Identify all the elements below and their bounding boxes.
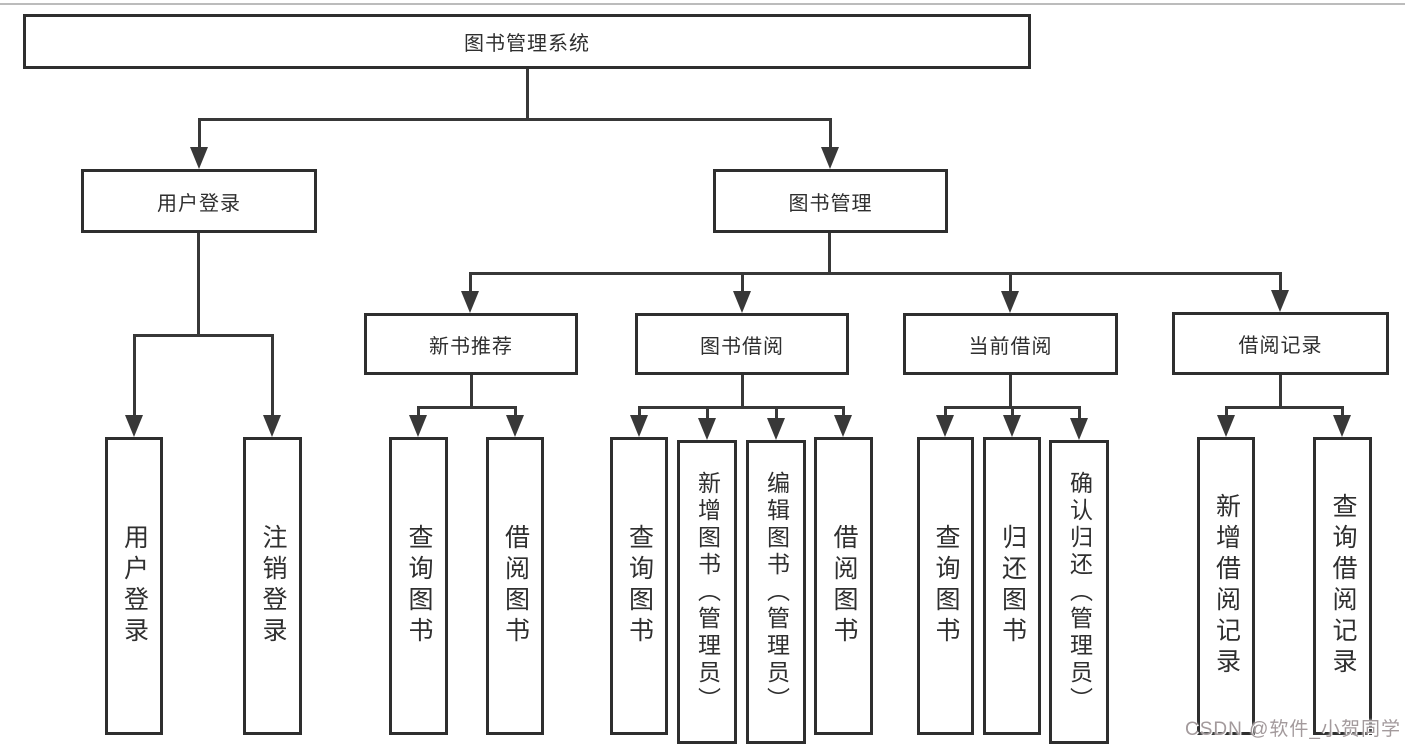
connector	[133, 334, 274, 337]
connector	[417, 406, 517, 409]
connector	[198, 118, 832, 121]
connector	[741, 373, 744, 409]
arrowhead-down-icon	[767, 418, 785, 440]
arrowhead-down-icon	[1271, 290, 1289, 312]
connector	[469, 272, 472, 294]
node-user-login: 用户登录	[81, 169, 317, 233]
connector	[1279, 373, 1282, 409]
connector	[775, 406, 778, 420]
connector	[1225, 406, 1343, 409]
connector	[1279, 272, 1282, 294]
arrowhead-down-icon	[263, 415, 281, 437]
connector	[198, 118, 201, 149]
node-book-borrowing: 图书借阅	[635, 313, 849, 375]
leaf-label: 确认归还（管理员）	[1066, 470, 1093, 714]
arrowhead-down-icon	[506, 415, 524, 437]
arrowhead-down-icon	[190, 147, 208, 169]
connector	[944, 406, 947, 418]
leaf-query-books-current: 查询图书	[917, 437, 974, 735]
arrowhead-down-icon	[733, 291, 751, 313]
arrowhead-down-icon	[461, 291, 479, 313]
node-borrowing-records: 借阅记录	[1172, 312, 1389, 375]
arrowhead-down-icon	[821, 147, 839, 169]
arrowhead-down-icon	[1001, 291, 1019, 313]
connector	[271, 334, 274, 417]
leaf-label: 查询图书	[405, 524, 433, 648]
connector	[638, 406, 845, 409]
leaf-query-books-recommend: 查询图书	[389, 437, 448, 735]
arrowhead-down-icon	[1003, 415, 1021, 437]
leaf-user-login: 用户登录	[105, 437, 163, 735]
leaf-borrow-books: 借阅图书	[814, 437, 873, 735]
arrowhead-down-icon	[630, 415, 648, 437]
connector	[1341, 406, 1344, 418]
csdn-watermark: CSDN @软件_小贺同学	[1185, 719, 1401, 740]
connector	[1009, 373, 1012, 409]
leaf-borrow-books-recommend: 借阅图书	[486, 437, 544, 735]
node-new-book-recommend: 新书推荐	[364, 313, 578, 375]
leaf-label: 借阅图书	[501, 524, 530, 648]
connector	[133, 334, 136, 417]
connector	[514, 406, 517, 418]
connector	[1009, 272, 1012, 294]
leaf-label: 归还图书	[998, 524, 1027, 648]
leaf-label: 查询借阅记录	[1329, 493, 1357, 679]
node-book-management-system: 图书管理系统	[23, 14, 1031, 69]
leaf-label: 查询图书	[932, 524, 960, 648]
leaf-query-books-borrowing: 查询图书	[610, 437, 668, 735]
leaf-confirm-return-admin: 确认归还（管理员）	[1049, 440, 1109, 744]
leaf-label: 新增借阅记录	[1212, 493, 1241, 679]
leaf-label: 编辑图书（管理员）	[763, 470, 790, 714]
arrowhead-down-icon	[1217, 415, 1235, 437]
leaf-add-borrow-record: 新增借阅记录	[1197, 437, 1255, 735]
arrowhead-down-icon	[698, 418, 716, 440]
arrowhead-down-icon	[1070, 418, 1088, 440]
leaf-label: 借阅图书	[830, 524, 858, 648]
arrowhead-down-icon	[936, 415, 954, 437]
node-book-management: 图书管理	[713, 169, 948, 233]
leaf-label: 新增图书（管理员）	[694, 470, 721, 714]
node-current-borrowing: 当前借阅	[903, 313, 1118, 375]
leaf-label: 用户登录	[120, 524, 149, 648]
connector	[1011, 406, 1014, 418]
connector	[741, 272, 744, 294]
leaf-add-books-admin: 新增图书（管理员）	[677, 440, 737, 744]
connector	[1225, 406, 1228, 418]
arrowhead-down-icon	[125, 415, 143, 437]
leaf-label: 查询图书	[625, 524, 654, 648]
connector	[469, 272, 1282, 275]
connector	[526, 68, 529, 120]
connector	[842, 406, 845, 418]
connector	[706, 406, 709, 420]
arrowhead-down-icon	[834, 415, 852, 437]
connector	[197, 231, 200, 337]
page-top-rule	[0, 3, 1405, 5]
connector	[470, 373, 473, 409]
connector	[829, 118, 832, 149]
connector	[417, 406, 420, 418]
connector	[1078, 406, 1081, 420]
arrowhead-down-icon	[409, 415, 427, 437]
leaf-query-borrow-record: 查询借阅记录	[1313, 437, 1372, 735]
leaf-label: 注销登录	[259, 524, 287, 648]
connector	[638, 406, 641, 418]
leaf-edit-books-admin: 编辑图书（管理员）	[746, 440, 806, 744]
connector	[828, 231, 831, 275]
arrowhead-down-icon	[1333, 415, 1351, 437]
leaf-logout: 注销登录	[243, 437, 302, 735]
leaf-return-books: 归还图书	[983, 437, 1041, 735]
